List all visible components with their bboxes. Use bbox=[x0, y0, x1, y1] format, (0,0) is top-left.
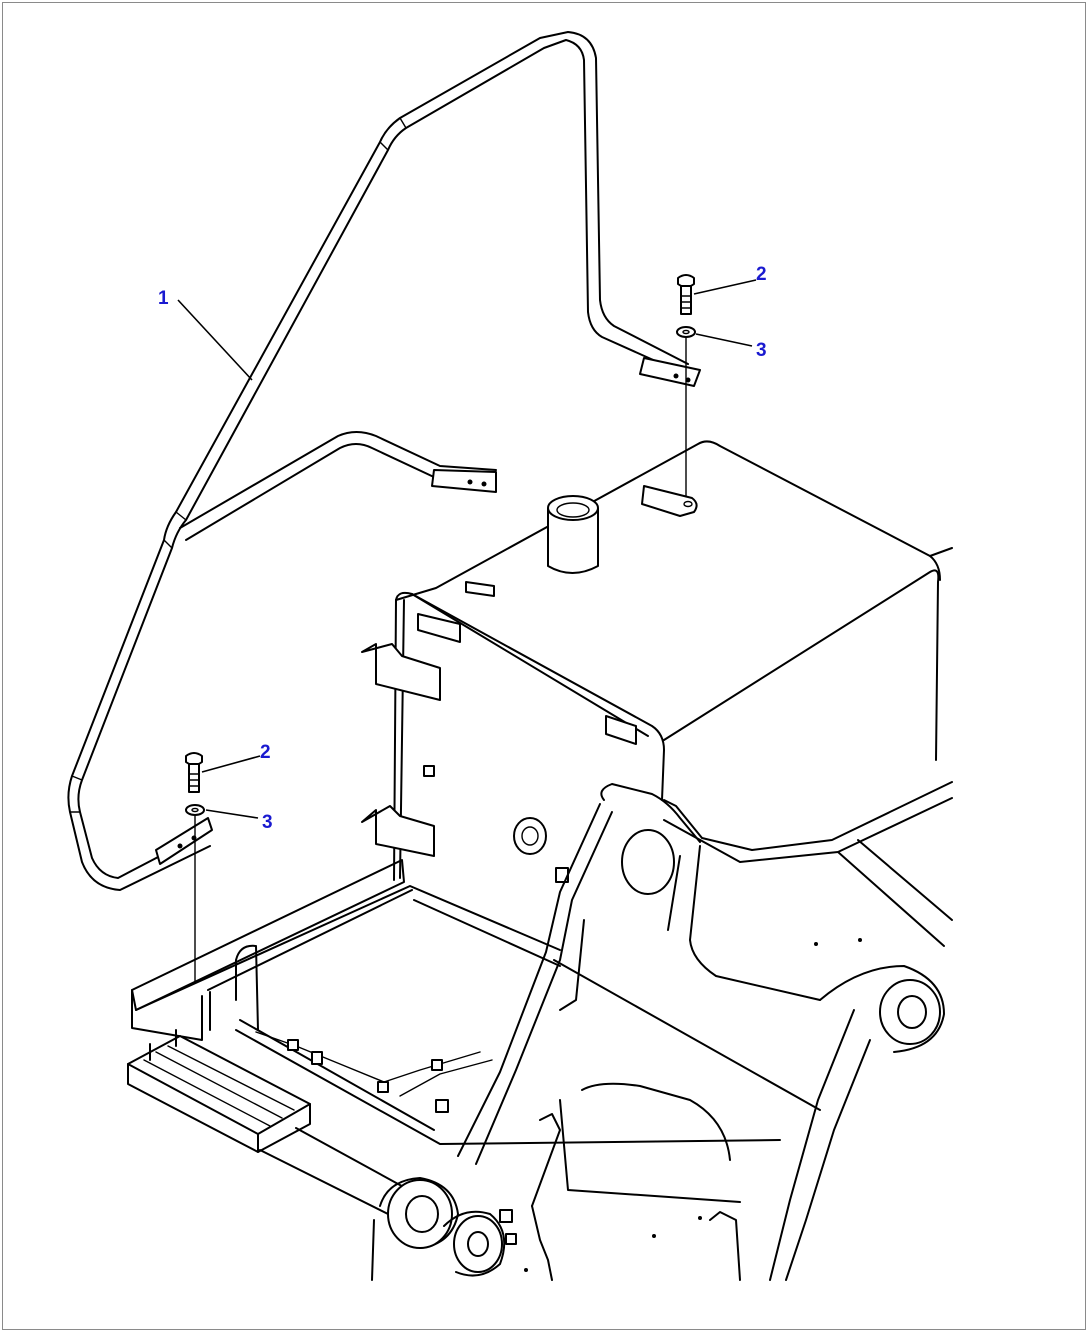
callout-3-lower: 3 bbox=[205, 809, 273, 833]
bolt-lower bbox=[185, 752, 203, 793]
callout-3-upper: 3 bbox=[695, 333, 767, 361]
callout-label-2-upper: 2 bbox=[756, 264, 767, 285]
fuel-tank bbox=[361, 440, 953, 883]
callout-label-2-lower: 2 bbox=[260, 742, 271, 763]
base-frame bbox=[127, 859, 821, 1221]
callout-1: 1 bbox=[158, 288, 253, 381]
callout-label-3-upper: 3 bbox=[756, 340, 767, 361]
bolt-upper bbox=[677, 274, 695, 315]
callout-label-3-lower: 3 bbox=[262, 812, 273, 833]
handrail-part-1 bbox=[67, 31, 701, 891]
washer-upper bbox=[676, 326, 696, 338]
boom-frame bbox=[371, 781, 953, 1281]
callout-2-lower: 2 bbox=[201, 742, 271, 773]
callout-label-1: 1 bbox=[158, 288, 169, 309]
callout-2-upper: 2 bbox=[693, 264, 767, 295]
washer-lower bbox=[185, 804, 205, 816]
